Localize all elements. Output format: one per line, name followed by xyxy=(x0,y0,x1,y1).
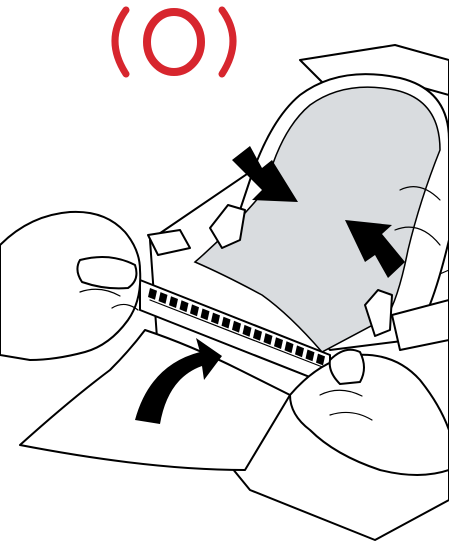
correct-mark-icon xyxy=(115,10,233,74)
left-hand xyxy=(0,212,140,360)
